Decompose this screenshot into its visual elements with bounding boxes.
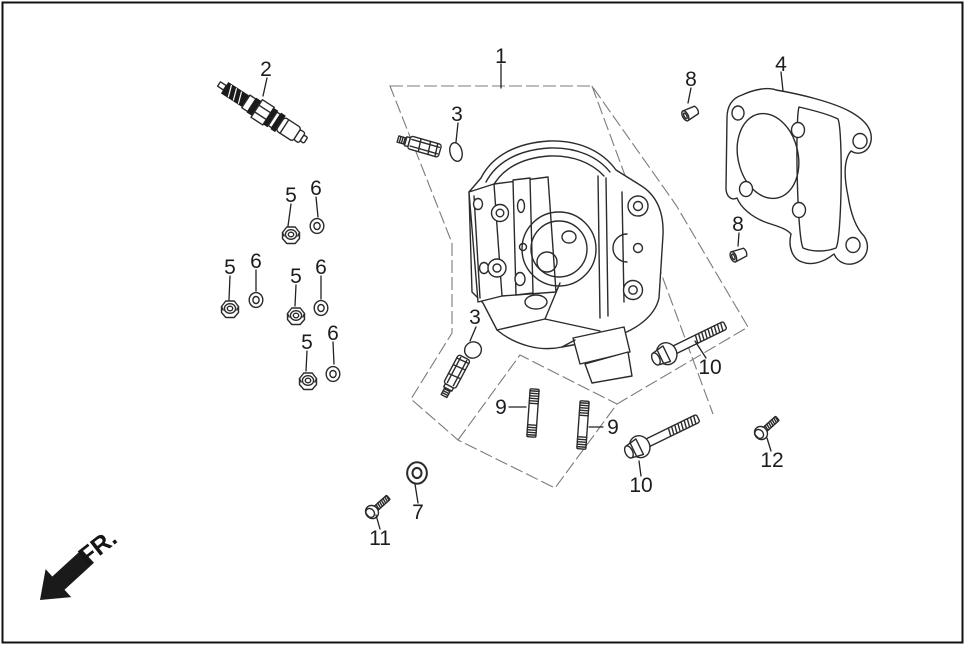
part-nut-1 xyxy=(281,226,301,245)
callout-5a: 5 xyxy=(285,184,297,207)
callout-9b: 9 xyxy=(607,416,619,439)
part-valve-guide-upper xyxy=(395,131,443,159)
callout-6a: 6 xyxy=(310,177,322,200)
front-arrow-icon xyxy=(40,549,94,600)
part-small-bolt-11 xyxy=(362,491,394,522)
callout-11: 11 xyxy=(369,527,391,550)
part-stud-left xyxy=(526,388,540,438)
part-dowel-pin-upper xyxy=(679,103,701,123)
front-direction-indicator: FR. xyxy=(40,524,122,600)
callout-4: 4 xyxy=(775,53,787,76)
callout-2: 2 xyxy=(260,58,272,81)
callout-8a: 8 xyxy=(685,68,697,91)
leader-lines xyxy=(228,63,784,530)
callout-6d: 6 xyxy=(327,322,339,345)
part-washer-4 xyxy=(325,365,341,383)
part-nut-2 xyxy=(220,300,240,319)
part-sealing-washer xyxy=(406,461,428,485)
callout-5d: 5 xyxy=(301,331,313,354)
part-washer-1 xyxy=(309,217,325,235)
part-washer-3 xyxy=(313,299,329,317)
callout-12: 12 xyxy=(760,449,783,472)
callout-9a: 9 xyxy=(495,396,507,419)
callout-7: 7 xyxy=(412,501,424,524)
part-valve-guide-lower xyxy=(437,353,471,400)
callout-10b: 10 xyxy=(629,474,652,497)
part-cylinder-head xyxy=(468,140,664,384)
callout-5b: 5 xyxy=(224,256,236,279)
part-nut-3 xyxy=(286,307,306,326)
callout-6c: 6 xyxy=(315,256,327,279)
part-spark-plug xyxy=(216,81,308,144)
callout-10a: 10 xyxy=(698,356,721,379)
part-cylinder-gasket xyxy=(725,87,872,265)
callout-1: 1 xyxy=(495,45,507,68)
part-o-ring-lower xyxy=(463,341,483,359)
part-flange-bolt-lower xyxy=(620,407,704,465)
callout-3b: 3 xyxy=(469,306,481,329)
part-nut-4 xyxy=(298,372,318,391)
callout-3a: 3 xyxy=(451,103,463,126)
part-o-ring-upper xyxy=(449,141,463,163)
part-dowel-pin-lower xyxy=(728,245,749,264)
callout-5c: 5 xyxy=(290,265,302,288)
callout-8b: 8 xyxy=(732,213,744,236)
callout-labels: 1 2 3 3 4 5 6 5 6 5 6 5 6 7 8 8 9 9 10 1… xyxy=(224,45,787,550)
part-washer-2 xyxy=(248,291,264,309)
part-stud-right xyxy=(576,400,590,450)
callout-6b: 6 xyxy=(250,250,262,273)
